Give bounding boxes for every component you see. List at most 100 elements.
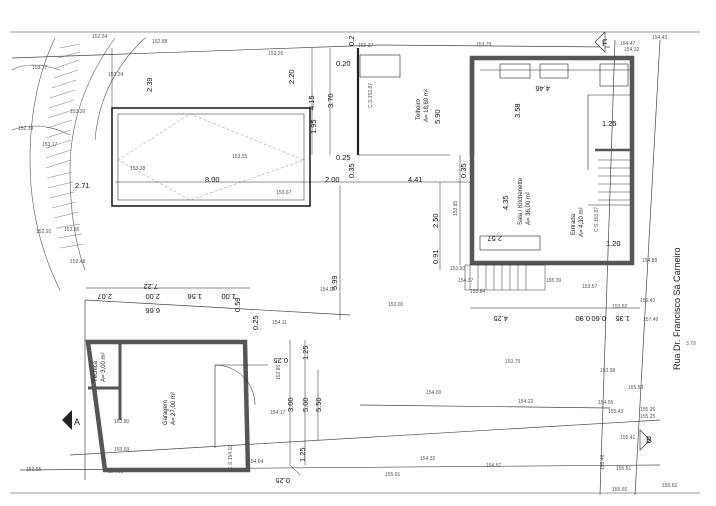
level-label: 153.85 xyxy=(276,364,282,380)
level-label: 3.79 xyxy=(686,341,696,347)
dimension-label: 0.25 xyxy=(251,315,260,330)
level-label: 153.80 xyxy=(114,419,130,425)
room-sala-area: A= 36,00 m² xyxy=(526,192,532,225)
level-label: 153.62 xyxy=(612,304,628,310)
dimension-label: 0.20 xyxy=(336,59,351,68)
dimension-label: 1.25 xyxy=(602,119,617,128)
dimension-label: 1.95 xyxy=(309,119,318,134)
level-label: 154.03 xyxy=(320,287,336,293)
level-label: 152.34 xyxy=(92,34,108,40)
dimension-label: 2.57 xyxy=(487,234,502,243)
section-a-arrow xyxy=(62,410,72,430)
dimension-label: 5.99 xyxy=(330,275,339,290)
dimension-label: 2.00 xyxy=(325,175,340,184)
level-label: 153.38 xyxy=(130,166,146,172)
level-label: 153.84 xyxy=(470,289,486,295)
cs-label: C.S.153.87 xyxy=(368,83,374,108)
level-label: 153.20 xyxy=(70,109,86,115)
room-sala-name: Sala / Kitchenette xyxy=(518,177,524,225)
level-label: 153.57 xyxy=(582,284,598,290)
level-label: 153.26 xyxy=(268,51,284,57)
level-label: 155.25 xyxy=(640,414,656,420)
level-label: 155.91 xyxy=(385,472,401,478)
level-label: 155.26 xyxy=(640,407,656,413)
level-label: 154.00 xyxy=(426,390,442,396)
cs-label: C.S.153.87 xyxy=(594,207,600,232)
dimension-label: 4.35 xyxy=(501,195,510,210)
dimension-label: 0.2 xyxy=(347,36,356,46)
dimension-label: 4.15 xyxy=(307,95,316,110)
dimension-label: 0.35 xyxy=(347,163,356,178)
dimension-label: 1.25 xyxy=(298,447,307,462)
level-label: 153.93 xyxy=(114,447,130,453)
room-entrada-area: A= 4,30 m² xyxy=(579,207,585,237)
level-label: 153.17 xyxy=(32,65,48,71)
section-f-arrow xyxy=(594,31,606,53)
dimension-label: 2.71 xyxy=(75,181,90,190)
dimension-lines xyxy=(86,48,640,476)
dimension-label: 1.20 xyxy=(606,239,621,248)
dimension-label: 0.91 xyxy=(431,249,440,264)
level-label: 152.39 xyxy=(18,126,34,132)
room-tecnica-area: A= 3,00 m² xyxy=(101,352,107,382)
dimension-label: 1.25 xyxy=(301,345,310,360)
level-label: 152.92 xyxy=(36,229,52,235)
level-label: 154.32 xyxy=(420,456,436,462)
level-label: 155.51 xyxy=(616,466,632,472)
dimension-label: 2.39 xyxy=(145,77,154,92)
dimension-label: 0.25 xyxy=(275,476,290,485)
level-label: 154.22 xyxy=(518,399,534,405)
dimension-label: 0.35 xyxy=(459,163,468,178)
section-b-label: B xyxy=(646,435,652,445)
level-label: 153.67 xyxy=(276,190,292,196)
dimension-label: 1.56 xyxy=(187,292,202,301)
cs-label: C.S.154.10 xyxy=(228,445,234,470)
dimension-label: 0.59 xyxy=(233,297,242,312)
level-label: 153.36 xyxy=(64,227,80,233)
section-a-label: A xyxy=(74,417,80,427)
dimension-label: 6.66 xyxy=(145,306,160,315)
dimension-label: 4.46 xyxy=(535,84,550,93)
dimension-label: 0.25 xyxy=(273,356,288,365)
property-lines xyxy=(11,39,661,496)
level-label: 154.57 xyxy=(486,463,502,469)
level-label: 154.11 xyxy=(272,320,287,326)
level-label: 153.00 xyxy=(388,302,404,308)
dimension-label: 0.60 xyxy=(591,314,606,323)
dimension-label: 2.07 xyxy=(97,292,112,301)
level-label: 154.43 xyxy=(652,35,668,41)
level-label: 154.32 xyxy=(624,47,640,53)
level-label: 154.55 xyxy=(598,400,614,406)
level-label: 155.46 xyxy=(600,454,606,470)
dimension-label: 4.41 xyxy=(408,175,423,184)
level-label: 153.79 xyxy=(476,42,492,48)
level-label: 153.17 xyxy=(42,142,58,148)
level-label: 153.93 xyxy=(450,266,466,272)
dimension-labels: 2.39 2.20 4.15 3.70 1.95 0.20 0.25 5.90 … xyxy=(75,36,630,485)
level-label: 153.48 xyxy=(70,259,86,265)
level-label: 154.89 xyxy=(642,258,658,264)
garage-walls xyxy=(85,339,268,473)
level-label: 153.98 xyxy=(600,368,616,374)
dimension-label: 5.50 xyxy=(314,397,323,412)
room-tecnica-name: Técnica xyxy=(93,360,99,382)
room-garagem-name: Garagem xyxy=(163,400,169,425)
stairs xyxy=(464,159,630,291)
dimension-label: 1.00 xyxy=(221,292,236,301)
level-label: 154.37 xyxy=(458,278,474,284)
room-telheiro-area: A= 18,60 m² xyxy=(424,89,430,122)
dimension-label: 5.00 xyxy=(301,397,310,412)
level-label: 155.53 xyxy=(628,385,644,391)
terrain-curves xyxy=(11,37,146,291)
dimension-label: 3.58 xyxy=(513,103,522,118)
dimension-label: 0.90 xyxy=(575,314,590,323)
level-label: 155.62 xyxy=(662,483,678,489)
level-label: 154.63 xyxy=(108,469,124,475)
level-label: 152.88 xyxy=(152,39,168,45)
section-f-label: F xyxy=(602,38,608,48)
level-label: 155.65 xyxy=(612,487,628,493)
dimension-label: 4.25 xyxy=(493,314,508,323)
level-label: 155.39 xyxy=(546,278,562,284)
terrain-hatching xyxy=(45,43,85,249)
